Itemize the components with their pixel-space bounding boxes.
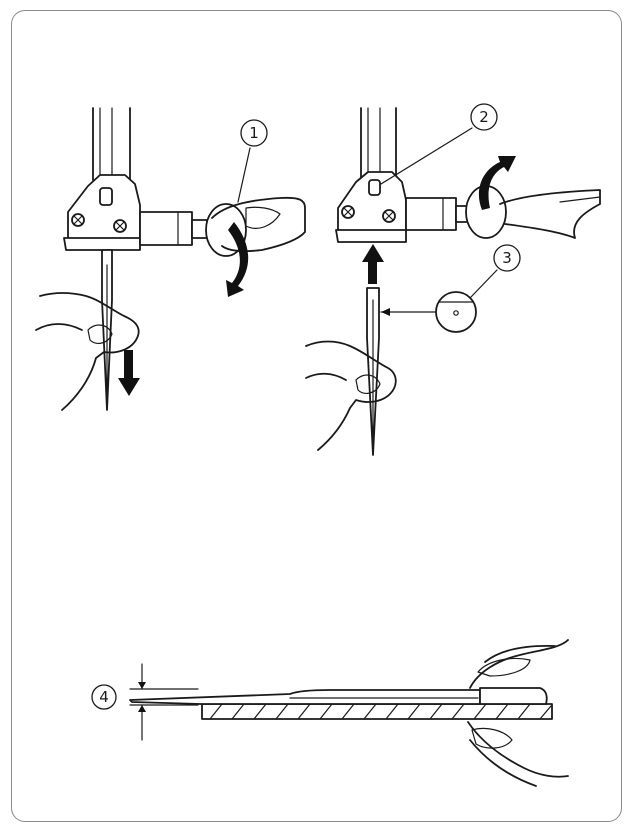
right-clamp-screw [405,185,507,239]
left-lower-hand [39,292,140,411]
right-figure-insert-needle [305,107,601,456]
callout-1-label: 1 [249,124,259,142]
illustration-frame [11,10,622,822]
bottom-upper-hand [469,639,569,689]
bottom-needle [129,687,548,705]
left-clamp-screw [139,203,247,257]
left-needle-clamp [63,174,141,251]
right-up-arrow [362,244,384,284]
right-needle-bar [360,107,397,181]
gap-dimension [129,663,199,741]
bottom-lower-hand [467,721,569,787]
callout-3: 3 [469,244,521,299]
left-down-arrow [118,350,140,396]
right-lower-hand [305,340,397,451]
callout-4-label: 4 [99,688,109,706]
left-rotate-arrow [226,222,249,297]
callout-1: 1 [237,119,268,203]
callout-4: 4 [91,684,117,710]
bottom-figure-needle-check [129,639,569,787]
callout-2: 2 [380,103,498,185]
right-rotate-arrow [478,156,516,210]
left-needle-bar [92,107,131,183]
left-needle [101,249,113,411]
callout-2-label: 2 [479,108,489,126]
right-needle [366,287,380,456]
left-upper-hand [211,196,306,253]
right-needle-clamp [335,171,407,243]
callout-3-label: 3 [502,249,512,267]
flat-surface [201,703,553,720]
left-figure-remove-needle [35,107,306,411]
screwdriver [499,189,601,239]
needle-shank-cross-section [435,291,477,333]
